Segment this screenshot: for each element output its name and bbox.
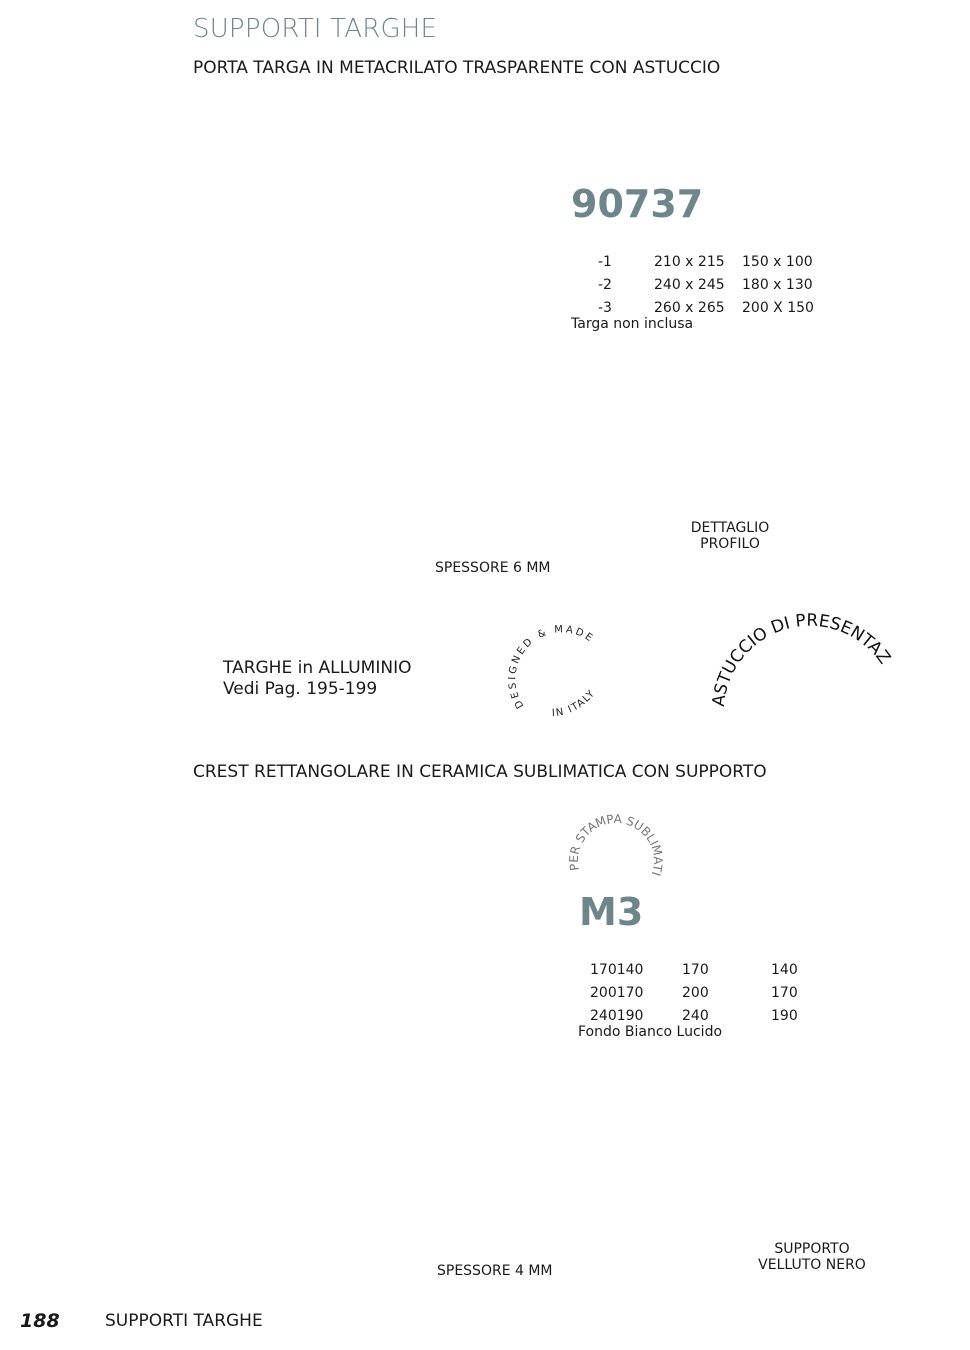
section-heading: CREST RETTANGOLARE IN CERAMICA SUBLIMATI… <box>193 762 767 782</box>
page-number: 188 <box>20 1310 60 1332</box>
table-row: -2 240 x 245 180 x 130 <box>598 273 814 296</box>
support-line: SUPPORTO <box>774 1241 850 1257</box>
product-code-m3: M3 <box>579 890 644 934</box>
footer-section: SUPPORTI TARGHE <box>105 1311 263 1331</box>
support-label: SUPPORTO VELLUTO NERO <box>752 1241 872 1273</box>
cell: 190 <box>771 1007 798 1024</box>
cell: 150 x 100 <box>742 253 813 270</box>
product-subtitle: PORTA TARGA IN METACRILATO TRASPARENTE C… <box>193 58 721 78</box>
page-title: SUPPORTI TARGHE <box>193 14 438 44</box>
aluminium-reference: TARGHE in ALLUMINIO Vedi Pag. 195-199 <box>223 658 411 700</box>
product-code: 90737 <box>571 182 704 226</box>
cell: 260 x 265 <box>654 299 725 316</box>
cell: -2 <box>598 276 612 293</box>
note-m3: Fondo Bianco Lucido <box>578 1024 723 1040</box>
cell: 200 <box>682 984 709 1001</box>
detail-label: DETTAGLIO PROFILO <box>680 520 780 552</box>
detail-line: DETTAGLIO <box>690 520 770 536</box>
cell: 240190 <box>590 1007 644 1024</box>
size-table: -1 210 x 215 150 x 100 -2 240 x 245 180 x 13… <box>598 250 814 319</box>
cell: 140 <box>771 961 798 978</box>
table-row: -1 210 x 215 150 x 100 <box>598 250 814 273</box>
badge-bottom-text: IN ITALY <box>552 688 598 719</box>
thickness-label: SPESSORE 6 MM <box>435 560 551 576</box>
cell: 170140 <box>590 961 644 978</box>
cell: 240 x 245 <box>654 276 725 293</box>
ref-line: Vedi Pag. 195-199 <box>223 679 378 699</box>
case-arc-text: ASTUCCIO DI PRESENTAZIONE <box>0 0 894 708</box>
cell: 240 <box>682 1007 709 1024</box>
cell: -1 <box>598 253 612 270</box>
table-row: -3 260 x 265 200 X 150 <box>598 296 814 319</box>
thickness-label-m3: SPESSORE 4 MM <box>437 1263 553 1279</box>
ref-line: TARGHE in ALLUMINIO <box>223 658 412 678</box>
support-line: VELLUTO NERO <box>758 1257 866 1273</box>
cell: 200170 <box>590 984 644 1001</box>
cell: 200 X 150 <box>742 299 814 316</box>
cell: 170 <box>682 961 709 978</box>
cell: 210 x 215 <box>654 253 725 270</box>
cell: 170 <box>771 984 798 1001</box>
detail-line: PROFILO <box>700 536 760 552</box>
cell: 180 x 130 <box>742 276 813 293</box>
note: Targa non inclusa <box>571 316 694 332</box>
cell: -3 <box>598 299 612 316</box>
sublimation-arc-text: PER STAMPA SUBLIMATICA <box>0 0 665 878</box>
